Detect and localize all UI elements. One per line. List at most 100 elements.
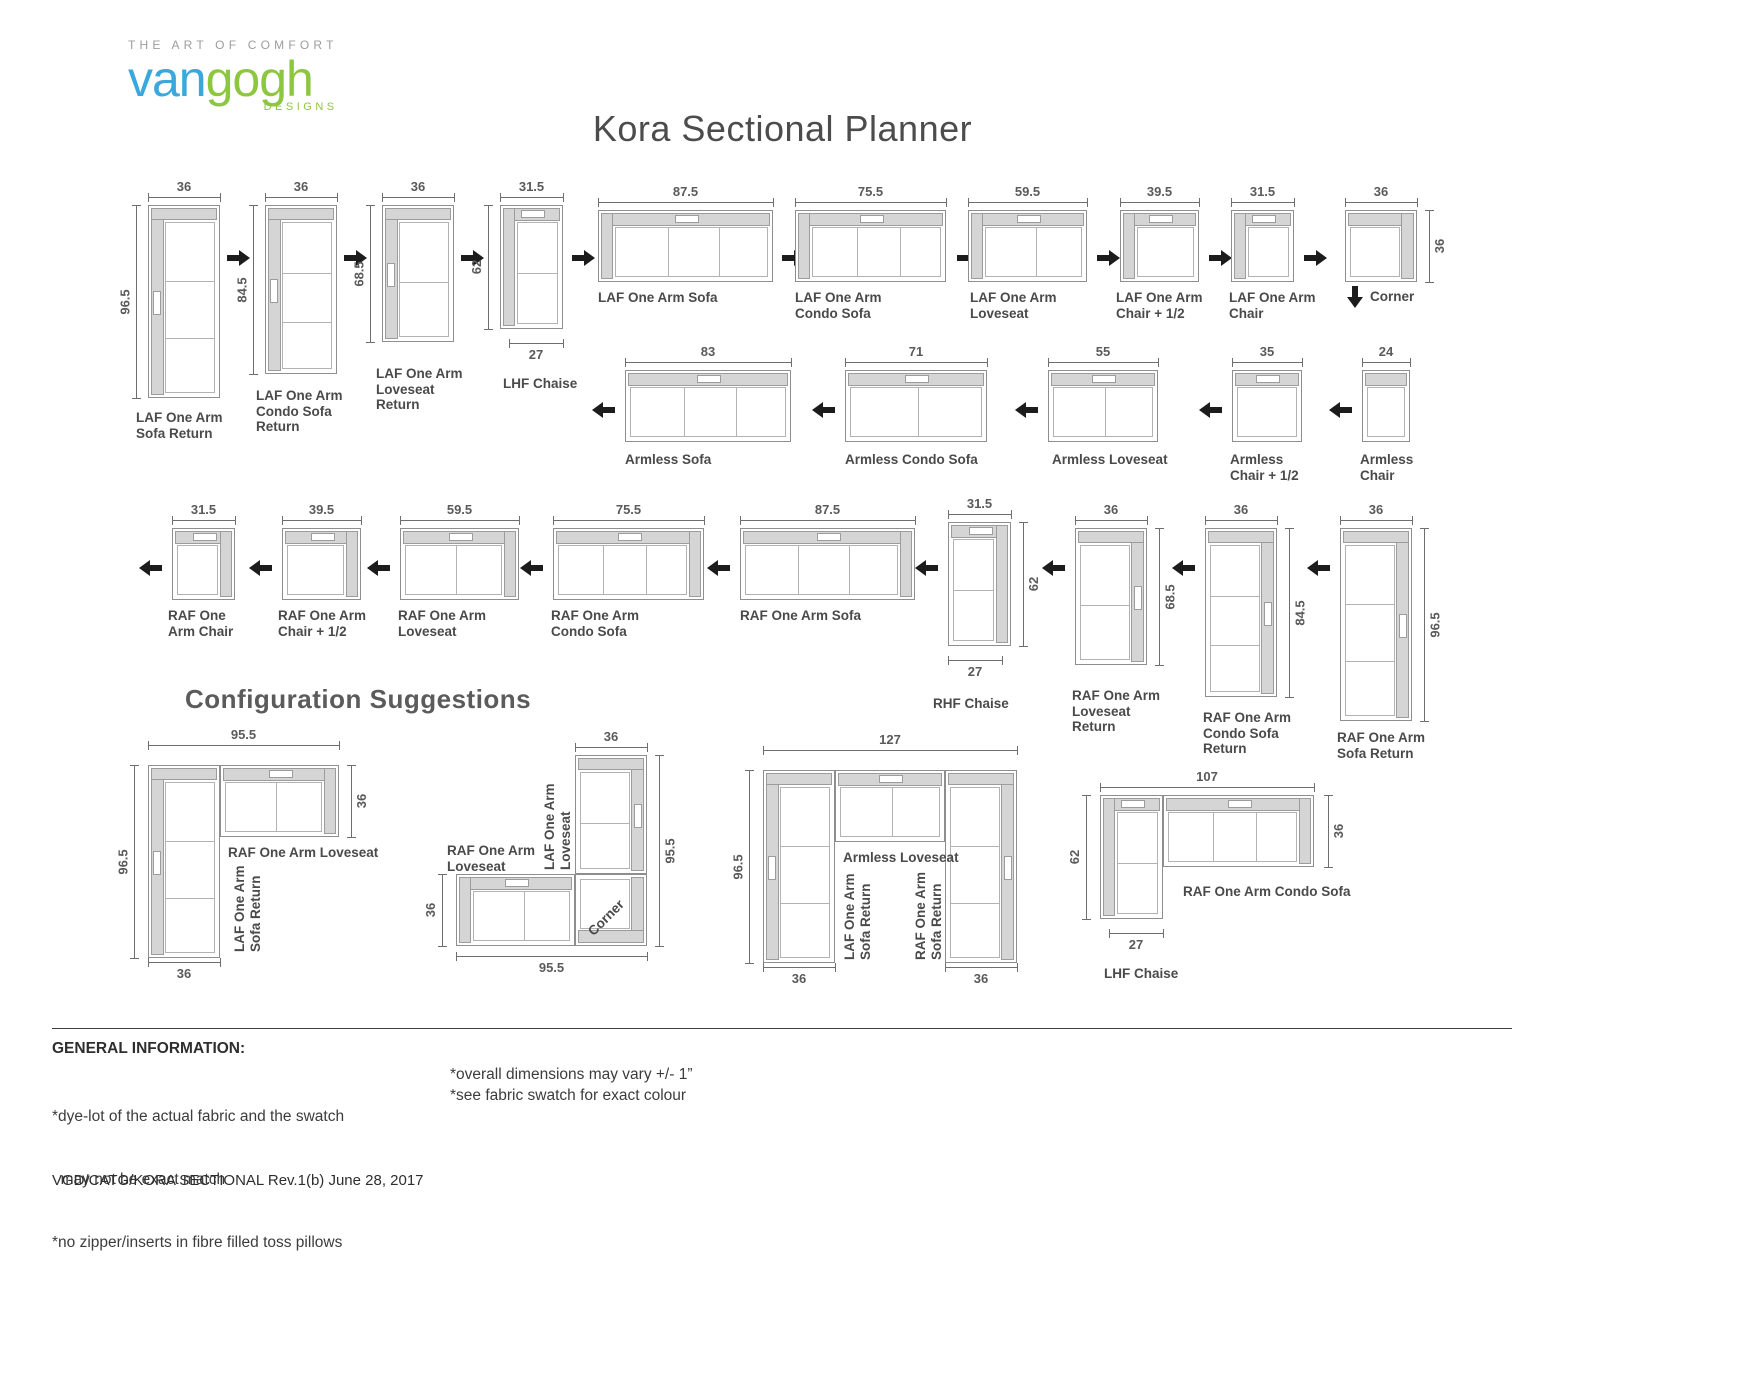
cushion-seam	[849, 546, 851, 594]
cushion-seam	[275, 783, 277, 831]
dimension-line	[1340, 520, 1412, 521]
sofa-arm	[1103, 798, 1115, 916]
seat-cushion	[558, 545, 687, 595]
dimension-tick	[1082, 919, 1091, 920]
dimension-tick	[791, 358, 792, 367]
back-notch	[1227, 800, 1252, 808]
flow-arrow-right-icon	[1097, 255, 1109, 261]
dimension-value: 96.5	[117, 288, 132, 315]
dimension-value: 83	[700, 344, 716, 359]
dimension-tick	[347, 765, 356, 766]
dimension-tick	[249, 374, 258, 375]
dimension-tick	[249, 205, 258, 206]
flow-arrow-left-icon	[1329, 402, 1340, 418]
dimension-line	[740, 520, 915, 521]
sofa-arm	[1078, 531, 1144, 543]
cushion-seam	[400, 281, 448, 283]
seat-cushion	[1168, 812, 1297, 862]
piece-laf-one-arm-loveseat-return	[382, 205, 454, 342]
document-code-footer: VGD/CATG/KORA SECTIONAL Rev.1(b) June 28…	[52, 1172, 424, 1189]
back-notch	[1016, 215, 1041, 223]
back-notch	[268, 770, 293, 778]
cushion-seam	[518, 273, 557, 274]
dimension-tick	[220, 193, 221, 202]
piece-raf-one-arm-sofa	[740, 528, 915, 600]
dimension-value: 36	[1368, 502, 1384, 517]
seat-cushion	[1080, 545, 1130, 660]
flow-arrow-right-icon	[572, 255, 584, 261]
piece-label: RAF One Arm Condo Sofa	[1183, 884, 1351, 899]
back-notch	[816, 533, 841, 541]
piece-laf-one-arm-chair-and-half	[1120, 210, 1199, 282]
dimension-tick	[1158, 358, 1159, 367]
sofa-arm	[1123, 213, 1135, 279]
dimension-line	[763, 967, 835, 968]
dimension-tick	[1420, 528, 1429, 529]
flow-arrow-left-icon	[707, 560, 718, 576]
dimension-tick	[1324, 867, 1333, 868]
divider-line	[52, 1028, 1512, 1029]
piece-label: RAF One Arm Sofa Return	[913, 871, 944, 960]
sofa-arm	[578, 758, 644, 770]
cushion-seam	[1256, 813, 1258, 861]
dimension-value: 127	[879, 732, 901, 747]
sofa-back-bottom	[578, 930, 644, 943]
dimension-tick	[1410, 358, 1411, 367]
piece-raf-one-arm-loveseat-return	[1075, 528, 1147, 665]
note-fabric-swatch: *see fabric swatch for exact colour	[450, 1087, 687, 1104]
dimension-tick	[1155, 528, 1164, 529]
seat-cushion	[1053, 387, 1153, 437]
dimension-tick	[946, 198, 947, 207]
dimension-tick	[339, 741, 340, 750]
piece-label: RAF One Arm Condo Sofa Return	[1203, 710, 1292, 756]
sofa-arm	[459, 877, 471, 943]
flow-arrow-left-icon	[367, 560, 378, 576]
back-notch	[310, 533, 335, 541]
dimension-tick	[745, 770, 754, 771]
piece-raf-one-arm-loveseat	[400, 528, 519, 600]
logo-wordmark: vangogh	[128, 54, 338, 105]
dimension-line	[1429, 210, 1430, 282]
flow-arrow-right-icon	[782, 255, 794, 261]
piece-c4-lhf-chaise	[1100, 795, 1163, 919]
back-notch	[1256, 375, 1280, 383]
flow-arrow-down-icon	[1347, 297, 1363, 308]
general-info-heading: GENERAL INFORMATION:	[52, 1040, 246, 1057]
dimension-tick	[509, 339, 510, 348]
dimension-value: 68.5	[1162, 583, 1177, 610]
dimension-value: 31.5	[1249, 184, 1276, 199]
seat-cushion	[165, 222, 215, 393]
dimension-value: 36	[791, 971, 807, 986]
sofa-arm	[503, 208, 515, 326]
piece-label: LAF One Arm Sofa Return	[136, 410, 223, 441]
seat-cushion	[177, 545, 218, 595]
dimension-value: 36	[354, 793, 369, 809]
sofa-arm	[798, 213, 810, 279]
dimension-tick	[438, 946, 447, 947]
sofa-arm	[268, 208, 334, 220]
dimension-tick	[132, 398, 141, 399]
dimension-tick	[1011, 510, 1012, 519]
piece-raf-one-arm-chair-and-half	[282, 528, 361, 600]
dimension-tick	[220, 958, 221, 967]
dimension-line	[1362, 362, 1410, 363]
flow-arrow-left-icon	[139, 560, 150, 576]
back-notch	[674, 215, 699, 223]
dimension-tick	[1417, 198, 1418, 207]
dimension-line	[795, 202, 946, 203]
cushion-seam	[166, 840, 214, 842]
dimension-tick	[484, 205, 493, 206]
piece-c1-laf-sofa-return	[148, 765, 220, 958]
piece-label: Corner	[1370, 289, 1415, 304]
dimension-tick	[1109, 929, 1110, 938]
sofa-arm	[1208, 531, 1274, 543]
back-notch	[270, 278, 278, 303]
dimension-line	[553, 520, 704, 521]
seat-cushion	[780, 787, 830, 958]
cushion-seam	[781, 903, 829, 905]
dimension-line	[1048, 362, 1158, 363]
seat-cushion	[473, 891, 570, 941]
piece-label: Armless Loveseat	[843, 850, 959, 865]
